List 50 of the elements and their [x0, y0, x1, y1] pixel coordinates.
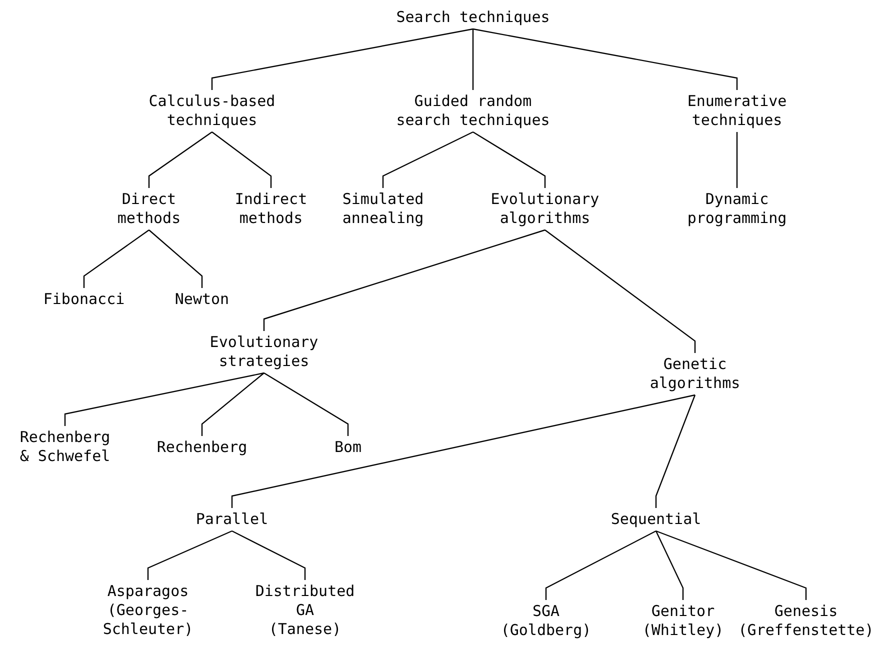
connector-line: [148, 132, 212, 188]
node-label: Parallel: [191, 510, 273, 529]
node-label: Fibonacci: [38, 290, 130, 309]
connector-line: [472, 29, 474, 90]
connector-line: [231, 394, 696, 508]
connector-line: [655, 530, 684, 600]
node-label: Evolutionary strategies: [205, 333, 323, 371]
connector-line: [211, 28, 474, 90]
connector-line: [472, 28, 738, 90]
node-label: (Greffenstette): [737, 621, 875, 640]
connector-line: [212, 132, 272, 188]
node-label: Genetic algorithms: [645, 355, 745, 393]
node-label: Dynamic programming: [682, 190, 792, 228]
node-label: (Georges-Schleuter): [102, 601, 194, 639]
node-label: SGA: [531, 602, 561, 621]
node-label: Guided random search techniques: [392, 92, 554, 130]
connector-line: [656, 530, 807, 600]
connector-line: [264, 372, 349, 436]
node-label: (Goldberg): [500, 621, 592, 640]
node-label: Newton: [170, 290, 234, 309]
connector-line: [736, 132, 738, 188]
connector-line: [64, 372, 264, 426]
connector-line: [147, 530, 232, 580]
connector-line: [232, 530, 306, 580]
node-label: Sequential: [606, 510, 706, 529]
connector-line: [148, 230, 203, 288]
connector-line: [472, 131, 546, 188]
node-label: (Tanese): [268, 620, 342, 639]
connector-line: [201, 372, 264, 436]
connector-line: [83, 230, 150, 288]
node-label: Rechenberg & Schwefel: [15, 428, 115, 466]
node-label: Genitor: [650, 602, 716, 621]
node-label: Enumerative techniques: [682, 92, 792, 130]
node-label: Indirect methods: [230, 190, 312, 228]
connector-line: [382, 131, 474, 188]
node-label: Asparagos: [106, 582, 190, 601]
connector-line: [263, 229, 546, 331]
node-label: Calculus-based techniques: [144, 92, 280, 130]
connector-line: [544, 230, 696, 353]
node-label: Rechenberg: [152, 438, 252, 457]
connector-line: [655, 394, 696, 508]
node-label: (Whitley): [641, 621, 725, 640]
node-label: Distributed GA: [254, 582, 356, 620]
node-label: Evolutionary algorithms: [486, 190, 604, 228]
node-label: Bom: [330, 438, 366, 457]
node-label: Simulated annealing: [338, 190, 428, 228]
node-label: Genesis: [773, 602, 839, 621]
node-label: Direct methods: [112, 190, 186, 228]
connector-line: [545, 530, 656, 600]
node-label: Search techniques: [392, 8, 554, 27]
